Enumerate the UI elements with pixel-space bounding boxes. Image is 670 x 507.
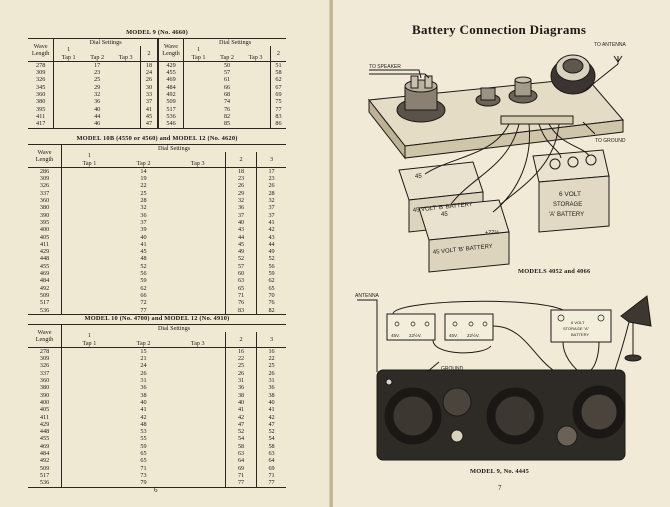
book-gutter: [329, 0, 334, 507]
b-battery-label: 45V.: [391, 333, 400, 338]
a-battery-label: 6 VOLT: [559, 191, 581, 198]
plus-22-label: +22½: [485, 229, 499, 236]
model9-table: MODEL 9 (No. 4660) Wave Length Dial Sett…: [28, 29, 286, 129]
b-terminal-label: 45: [415, 174, 422, 180]
a-battery-label: 6 VOLT: [571, 320, 585, 325]
a-battery-label: 'A' BATTERY: [549, 212, 584, 218]
right-page: Battery Connection Diagrams: [333, 0, 670, 507]
page-number: 7: [498, 484, 502, 492]
ground-label: TO GROUND: [595, 138, 626, 144]
b-battery-label: 22½V.: [467, 332, 480, 338]
dial-settings-header: Dial Settings: [61, 144, 286, 153]
page-title: Battery Connection Diagrams: [412, 22, 587, 37]
table-title: MODEL 10B (4550 or 4560) and MODEL 12 (N…: [76, 135, 238, 142]
horn-speaker: [620, 295, 652, 327]
table-title: MODEL 10 (No. 4700) and MODEL 12 (No. 49…: [84, 315, 230, 322]
a-battery-label: BATTERY: [571, 332, 589, 337]
speaker-label: TO SPEAKER: [369, 64, 401, 70]
left-page: MODEL 9 (No. 4660) Wave Length Dial Sett…: [0, 0, 331, 507]
a-battery-label: STORAGE "A": [563, 326, 590, 331]
table-title: MODEL 9 (No. 4660): [126, 29, 188, 36]
dial-settings-header: Dial Settings: [183, 38, 286, 47]
diagram-model-9: ANTENNA GROUND 45V. 22½V. 45V. 22½V. 6 V…: [355, 293, 652, 461]
model9-settings-table: Wave Length Dial Settings Wave Length Di…: [28, 38, 286, 129]
diagram-models-4052-4066: TO SPEAKER TO ANTENNA TO GROUND 45 45 45…: [368, 42, 627, 273]
caption-model-9: MODEL 9, No. 4445: [470, 468, 529, 475]
page-number: 6: [154, 486, 158, 494]
dial-settings-header: Dial Settings: [53, 38, 158, 47]
length-header: Length: [31, 49, 50, 57]
model10b-table: MODEL 10B (4550 or 4560) and MODEL 12 (N…: [28, 135, 286, 315]
caption-models-4052-4066: MODELS 4052 and 4066: [518, 268, 591, 275]
b-battery-box-2: [444, 313, 494, 341]
ground-label: GROUND: [441, 366, 464, 372]
dial-settings-header: Dial Settings: [61, 324, 286, 333]
model10-table: MODEL 10 (No. 4700) and MODEL 12 (No. 49…: [28, 315, 286, 488]
antenna-label: ANTENNA: [355, 293, 380, 299]
antenna-label: TO ANTENNA: [594, 42, 627, 48]
b-terminal-label: 45: [441, 212, 448, 218]
b-battery-label: 22½V.: [409, 332, 422, 338]
wave-header: Wave: [33, 42, 48, 50]
b-battery-label: 45V.: [449, 333, 458, 338]
a-battery-label: STORAGE: [553, 202, 582, 208]
b-battery-box-1: [386, 313, 436, 341]
